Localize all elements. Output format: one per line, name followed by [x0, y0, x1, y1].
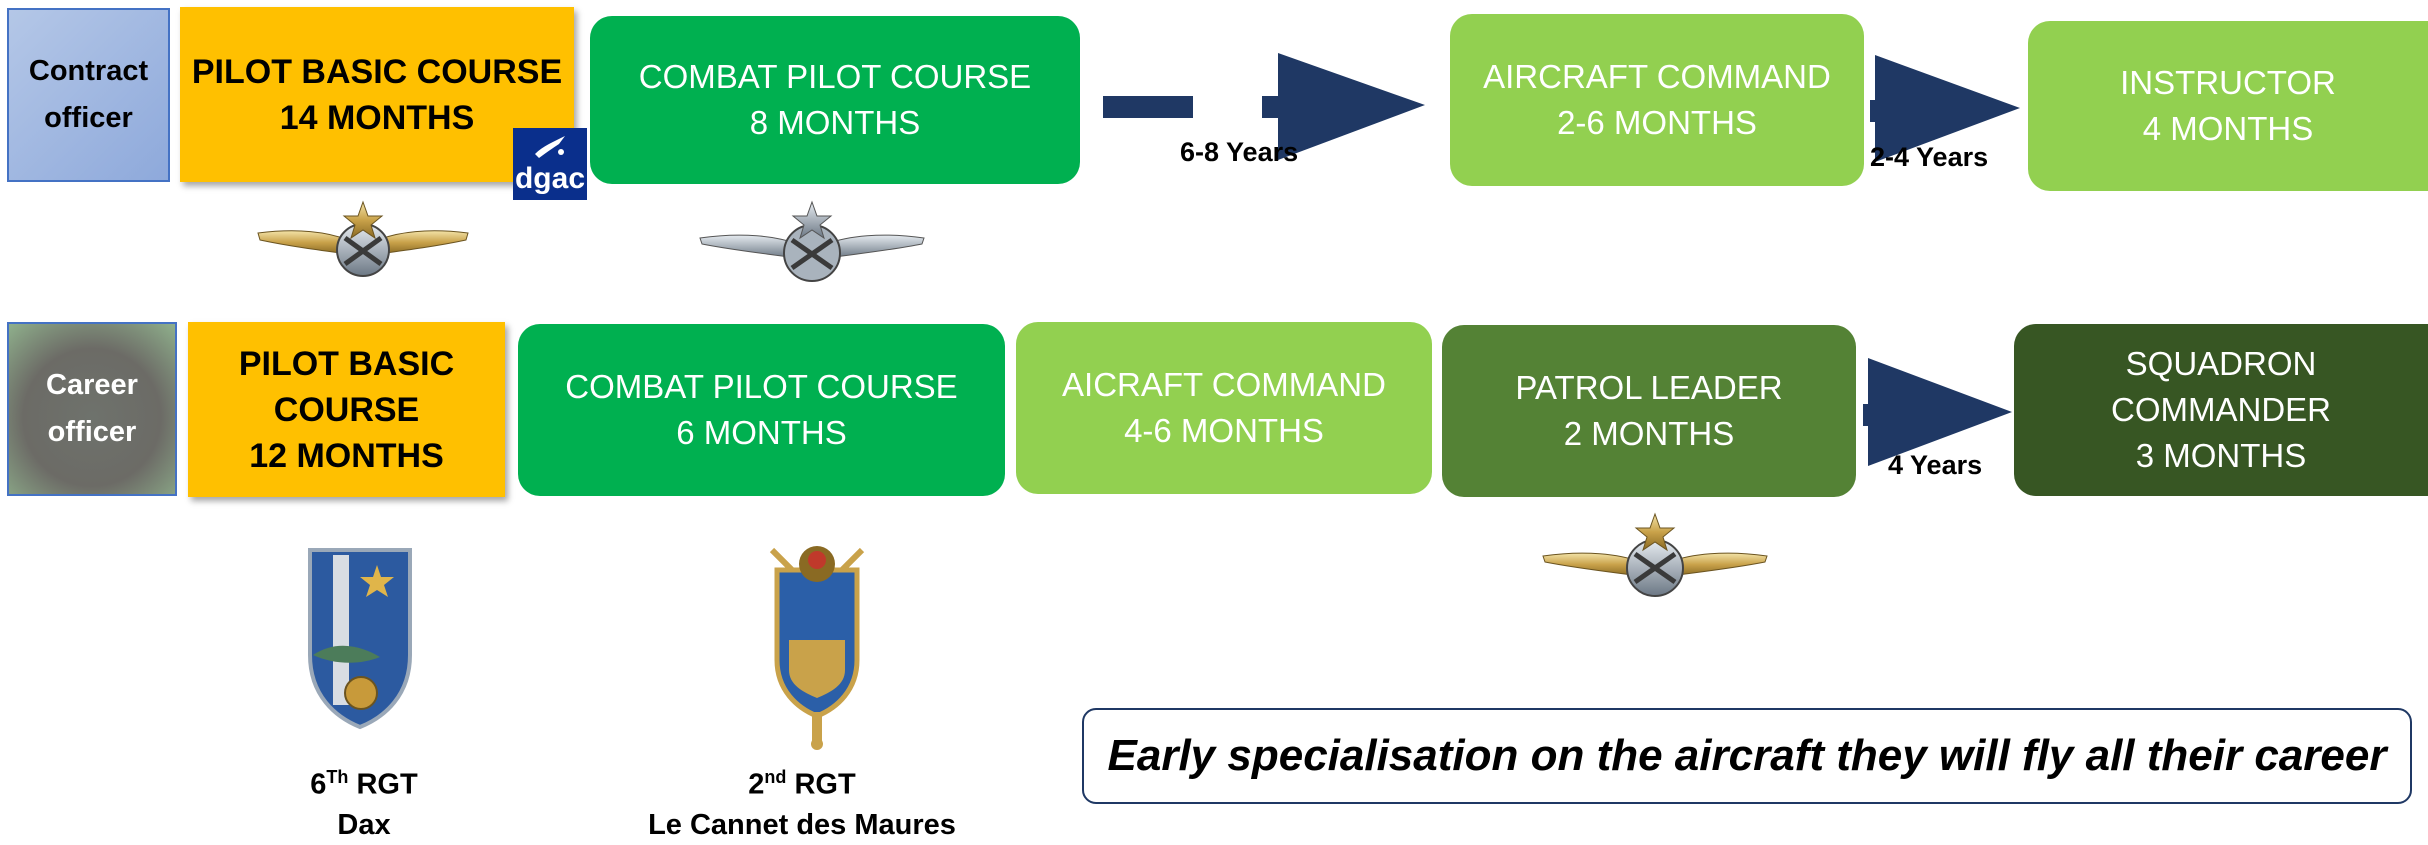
regiment-2-crest-icon	[769, 546, 865, 750]
dgac-bird-icon	[535, 136, 565, 158]
contract-combat-pilot-course: COMBAT PILOT COURSE 8 MONTHS	[590, 16, 1080, 184]
regiment-2-caption: 2nd RGT Le Cannet des Maures	[602, 757, 1002, 845]
career-squadron-commander: SQUADRON COMMANDER 3 MONTHS	[2014, 324, 2428, 496]
patrol-leader-wings-badge-icon	[1542, 512, 1768, 597]
contract-pilot-basic-course: PILOT BASIC COURSE 14 MONTHS	[180, 7, 574, 182]
combat-pilot-wings-badge-icon	[699, 200, 925, 282]
pilot-wings-badge-icon	[257, 200, 469, 277]
arrow-icon	[1870, 55, 2020, 162]
regiment-2-place: Le Cannet des Maures	[648, 808, 956, 841]
contract-gap-years-2: 2-4 Years	[1870, 142, 1989, 172]
arrow-icon	[1863, 358, 2012, 466]
career-pilot-basic-course: PILOT BASIC COURSE 12 MONTHS	[188, 322, 505, 497]
career-patrol-leader: PATROL LEADER 2 MONTHS	[1442, 325, 1856, 497]
regiment-2-title: 2nd RGT	[748, 767, 856, 801]
specialisation-note: Early specialisation on the aircraft the…	[1082, 708, 2412, 804]
career-aircraft-command: AICRAFT COMMAND 4-6 MONTHS	[1016, 322, 1432, 494]
regiment-6-caption: 6Th RGT Dax	[222, 757, 506, 845]
contract-aircraft-command: AIRCRAFT COMMAND 2-6 MONTHS	[1450, 14, 1864, 186]
dgac-logo: dgac	[513, 128, 587, 200]
arrow-icon	[1103, 53, 1425, 160]
regiment-6-place: Dax	[337, 808, 391, 841]
contract-gap-years-1: 6-8 Years	[1180, 137, 1299, 167]
career-combat-pilot-course: COMBAT PILOT COURSE 6 MONTHS	[518, 324, 1005, 496]
contract-officer-label: Contract officer	[7, 8, 170, 182]
career-gap-years: 4 Years	[1888, 450, 1983, 480]
regiment-6-crest-icon	[308, 548, 412, 730]
regiment-6-title: 6Th RGT	[310, 767, 418, 801]
career-officer-label: Career officer	[7, 322, 177, 496]
contract-instructor: INSTRUCTOR 4 MONTHS	[2028, 21, 2428, 191]
